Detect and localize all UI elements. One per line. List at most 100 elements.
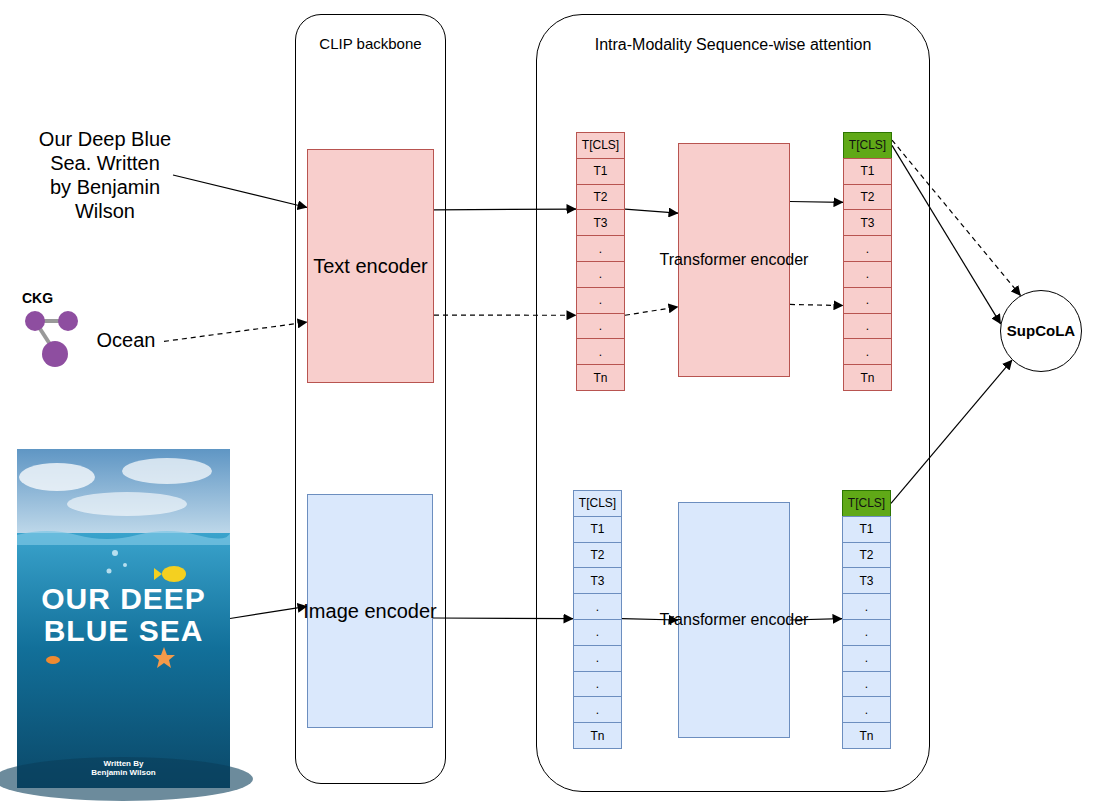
token-cell: T3 xyxy=(843,209,892,236)
bubble xyxy=(107,569,112,574)
node-text: . xyxy=(865,678,868,690)
node-text: . xyxy=(599,243,602,255)
node-text: Text encoder xyxy=(313,254,428,278)
token-cell: . xyxy=(843,235,892,262)
token-cell: T[CLS] xyxy=(573,490,622,517)
poster-sky xyxy=(17,449,230,539)
node-text: . xyxy=(866,346,869,358)
node-text: . xyxy=(865,652,868,664)
starfish xyxy=(153,647,175,668)
node-text: T[CLS] xyxy=(849,139,886,151)
token-cell: . xyxy=(842,593,891,620)
node-text: Intra-Modality Sequence-wise attention xyxy=(595,35,872,54)
token-cell: Tn xyxy=(842,722,891,749)
arrow-connector xyxy=(434,208,576,210)
node-text: . xyxy=(865,704,868,716)
node-text: T1 xyxy=(590,523,604,535)
transformer-box: Transformer encoder xyxy=(678,502,790,738)
arrow-connector xyxy=(173,175,307,208)
node-text: T2 xyxy=(593,191,607,203)
node-text: Written By Benjamin Wilson xyxy=(89,759,159,778)
node-text: T[CLS] xyxy=(848,497,885,509)
token-cell: . xyxy=(576,338,625,365)
token-cell: T2 xyxy=(576,184,625,211)
node-text: . xyxy=(596,652,599,664)
node-text: . xyxy=(866,268,869,280)
token-cell: . xyxy=(842,671,891,698)
node-text: Transformer encoder xyxy=(660,250,809,269)
token-cell: . xyxy=(843,261,892,288)
token-cell: . xyxy=(576,235,625,262)
node-text: T[CLS] xyxy=(579,497,616,509)
token-cell: . xyxy=(842,696,891,723)
node-text: . xyxy=(596,678,599,690)
token-cell: Tn xyxy=(573,722,622,749)
node-text: T1 xyxy=(859,523,873,535)
bubble xyxy=(123,563,127,567)
node-text: . xyxy=(599,268,602,280)
token-cell: T3 xyxy=(576,209,625,236)
token-cell: T2 xyxy=(573,542,622,569)
label-holder: CKG xyxy=(22,290,53,307)
node-text: Tn xyxy=(859,730,873,742)
node-text: Tn xyxy=(590,730,604,742)
token-cell: . xyxy=(843,338,892,365)
token-cell: . xyxy=(573,593,622,620)
node-text: . xyxy=(599,346,602,358)
token-cell: T1 xyxy=(843,158,892,185)
node-text: SupCoLA xyxy=(1007,322,1075,340)
token-cell: Tn xyxy=(843,364,892,391)
arrow-connector xyxy=(433,617,573,619)
graph-node xyxy=(58,311,78,331)
token-cell: T2 xyxy=(842,542,891,569)
node-text: T1 xyxy=(860,165,874,177)
token-cell: T1 xyxy=(842,516,891,543)
token-cell: . xyxy=(573,619,622,646)
arrow-connector xyxy=(891,360,1012,503)
node-text: CLIP backbone xyxy=(319,35,421,53)
poster-art xyxy=(0,449,253,801)
ckg-icon xyxy=(25,311,78,367)
arrow-connector xyxy=(790,201,843,203)
arrow-connector xyxy=(790,304,843,305)
token-cell: . xyxy=(843,287,892,314)
node-text: T3 xyxy=(593,217,607,229)
arrow-connector xyxy=(892,140,1021,295)
token-cell: T3 xyxy=(842,567,891,594)
token-cell: . xyxy=(576,287,625,314)
node-text: . xyxy=(596,626,599,638)
node-text: T[CLS] xyxy=(582,139,619,151)
graph-node xyxy=(25,311,45,331)
encoder-box: Image encoder xyxy=(307,494,433,728)
token-cell: . xyxy=(573,645,622,672)
cloud xyxy=(19,463,95,491)
node-text: . xyxy=(866,320,869,332)
node-text: OUR DEEP BLUE SEA xyxy=(29,583,219,646)
node-text: . xyxy=(596,704,599,716)
poster-image: OUR DEEP BLUE SEA Written By Benjamin Wil… xyxy=(17,449,230,788)
node-text: . xyxy=(865,601,868,613)
transformer-box: Transformer encoder xyxy=(678,143,790,377)
token-cell: . xyxy=(842,645,891,672)
node-text: Tn xyxy=(860,372,874,384)
encoder-box: Text encoder xyxy=(307,149,434,383)
arrow-connector xyxy=(892,145,1001,323)
token-cell: . xyxy=(576,261,625,288)
loss-circle: SupCoLA xyxy=(1000,290,1082,372)
node-text: . xyxy=(599,294,602,306)
token-cell: T1 xyxy=(576,158,625,185)
node-text: T2 xyxy=(859,549,873,561)
fish-tail xyxy=(154,568,162,580)
graph-node xyxy=(42,341,68,367)
node-text: Our Deep Blue Sea. Written by Benjamin W… xyxy=(37,127,173,223)
poster-sea xyxy=(17,533,230,788)
token-cell: . xyxy=(573,671,622,698)
node-text: T3 xyxy=(590,575,604,587)
token-cell: . xyxy=(842,619,891,646)
token-cell: T2 xyxy=(843,184,892,211)
token-cell: T[CLS] xyxy=(576,132,625,159)
arrow-connector xyxy=(164,322,307,341)
